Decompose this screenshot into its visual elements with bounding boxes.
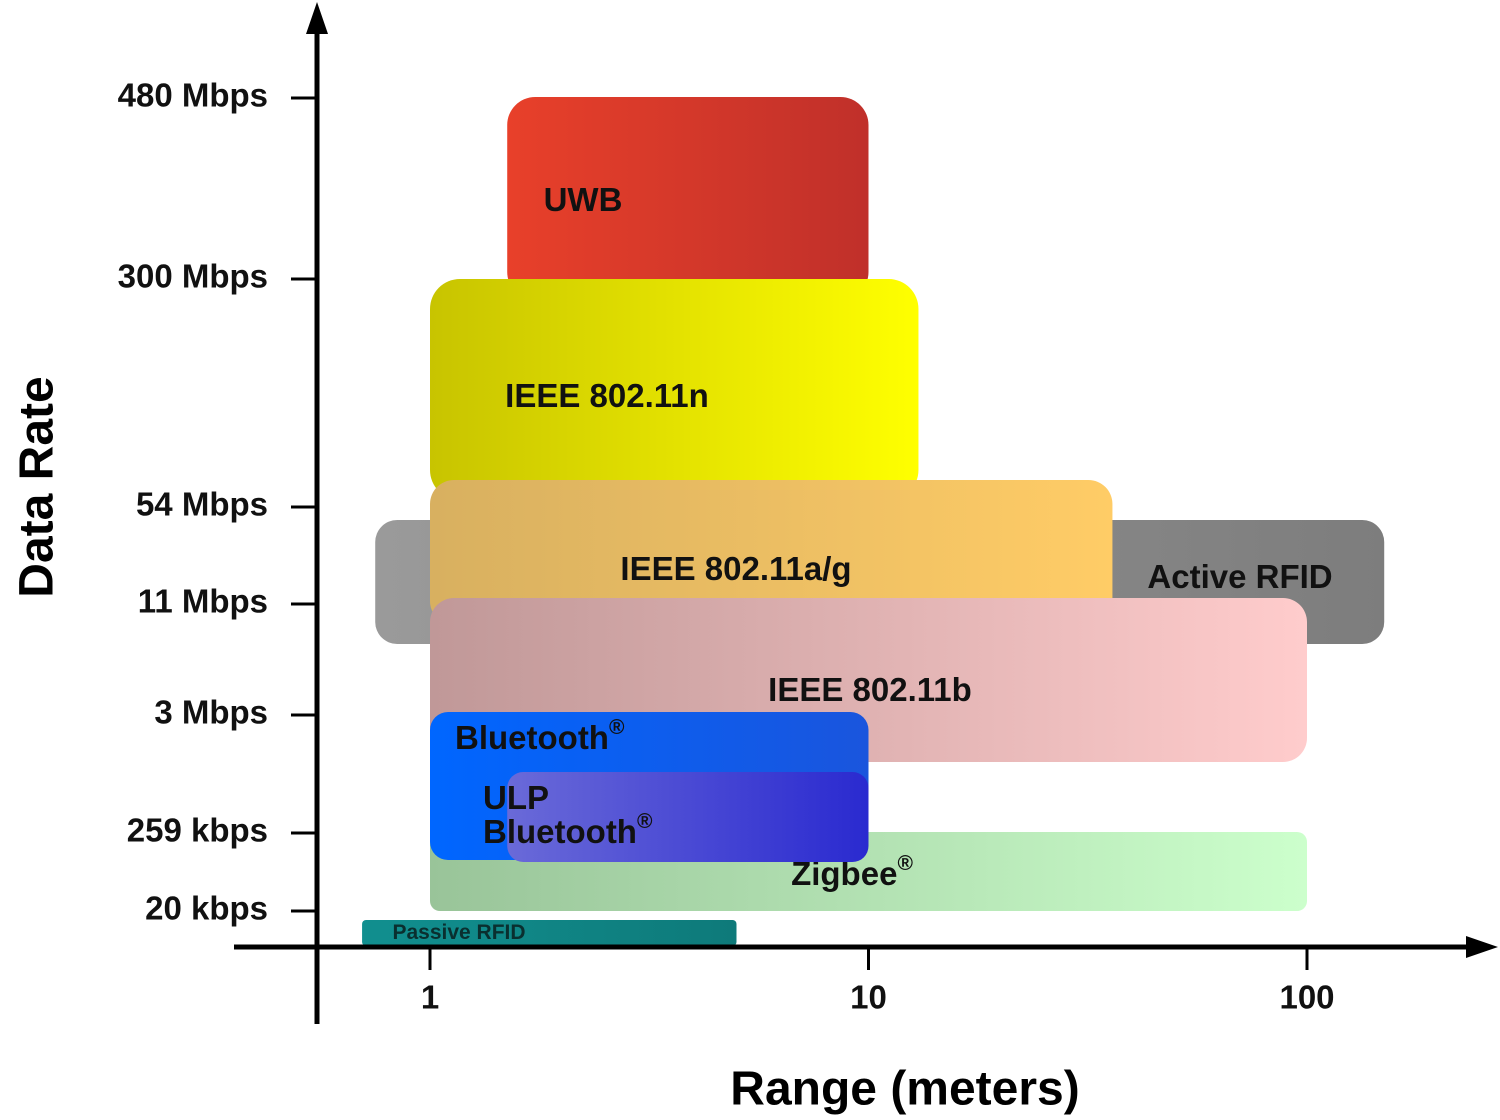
x-axis-arrow [1466, 936, 1498, 958]
region-active-rfid-label: Active RFID [1147, 558, 1332, 595]
x-axis-title: Range (meters) [730, 1063, 1079, 1116]
region-ulp-rect [507, 772, 869, 862]
region-ieee-802-11n-rect [430, 279, 919, 500]
region-uwb-rect [507, 97, 869, 300]
y-tick-label: 20 kbps [145, 890, 268, 927]
y-ticks: 20 kbps 259 kbps 3 Mbps 11 Mbps 54 Mbps 300 M… [118, 77, 317, 927]
region-passive-rfid-label: Passive RFID [392, 921, 525, 944]
y-axis-arrow [306, 2, 328, 34]
region-uwb-label: UWB [544, 181, 623, 218]
x-ticks: 1 10 100 [421, 947, 1335, 1016]
y-tick-label: 300 Mbps [118, 258, 268, 295]
y-tick-label: 11 Mbps [138, 583, 268, 620]
region-ieee-802-11n-label: IEEE 802.11n [505, 377, 709, 414]
region-ieee-802-11a-g-rect [430, 480, 1113, 625]
x-tick-label: 1 [421, 979, 439, 1016]
region-ulp-label-line2: Bluetooth® [483, 810, 653, 850]
region-ieee-802-11b-label: IEEE 802.11b [768, 671, 972, 708]
region-ieee-802-11a-g-label: IEEE 802.11a/g [620, 550, 851, 587]
y-tick-label: 259 kbps [127, 812, 268, 849]
region-ulp-label: ULP [483, 779, 549, 816]
y-tick-label: 480 Mbps [118, 77, 268, 114]
y-axis-title: Data Rate [11, 376, 64, 597]
region-bluetooth-label: Bluetooth® [455, 716, 625, 756]
region-passive-rfid-rect [362, 920, 737, 946]
y-tick-label: 54 Mbps [136, 486, 268, 523]
x-tick-label: 10 [850, 979, 887, 1016]
x-tick-label: 100 [1279, 979, 1334, 1016]
y-tick-label: 3 Mbps [154, 694, 268, 731]
axes [234, 2, 1498, 1024]
